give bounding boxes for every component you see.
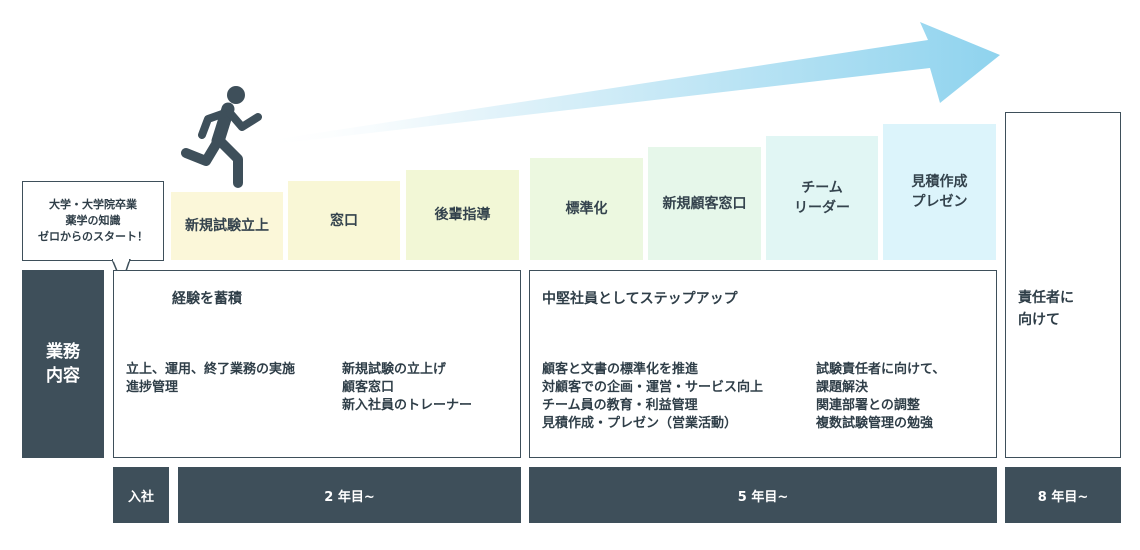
panel-duties-right: 新規試験の立上げ 顧客窓口 新入社員のトレーナー <box>342 362 473 413</box>
step-label: 窓口 <box>330 212 358 229</box>
business-content-label: 業務 内容 <box>22 270 104 458</box>
step-label: 見積作成 プレゼン <box>911 174 968 210</box>
bubble-text: 大学・大学院卒業 薬学の知識 ゼロからのスタート！ <box>38 198 148 243</box>
step-label: 新規試験立上 <box>185 218 269 234</box>
panel-title: 責任者に 向けて <box>1018 290 1074 328</box>
step-block: 後輩指導 <box>406 170 519 260</box>
step-block: 見積作成 プレゼン <box>883 124 996 260</box>
timeline-year-2: 2 年目~ <box>178 467 521 523</box>
progress-arrow-icon <box>258 22 1000 146</box>
start-speech-bubble: 大学・大学院卒業 薬学の知識 ゼロからのスタート！ <box>22 181 164 261</box>
mid-career-panel: 中堅社員としてステップアップ 顧客と文書の標準化を推進 対顧客での企画・運営・サ… <box>529 270 997 458</box>
step-block: 新規顧客窓口 <box>648 147 761 260</box>
step-label: 新規顧客窓口 <box>662 195 747 212</box>
step-block: 標準化 <box>530 158 643 260</box>
timeline-year-8: 8 年目~ <box>1005 467 1121 523</box>
step-label: 標準化 <box>565 201 608 217</box>
panel-duties-right: 試験責任者に向けて、 課題解決 関連部署との調整 複数試験管理の勉強 <box>816 362 946 431</box>
step-label: チーム リーダー <box>794 180 850 216</box>
step-block: 新規試験立上 <box>171 192 283 260</box>
timeline-join: 入社 <box>113 467 169 523</box>
panel-title: 中堅社員としてステップアップ <box>542 291 738 307</box>
leader-panel: 責任者に 向けて <box>1005 112 1121 458</box>
running-person-icon <box>181 86 262 188</box>
step-block: チーム リーダー <box>766 136 878 260</box>
step-block: 窓口 <box>288 181 400 260</box>
early-career-panel: 経験を蓄積 立上、運用、終了業務の実施 進捗管理 新規試験の立上げ 顧客窓口 新… <box>113 270 521 458</box>
panel-duties-left: 顧客と文書の標準化を推進 対顧客での企画・運営・サービス向上 チーム員の教育・利… <box>542 362 764 431</box>
panel-title: 経験を蓄積 <box>172 291 242 307</box>
step-label: 後輩指導 <box>434 207 491 223</box>
panel-duties-left: 立上、運用、終了業務の実施 進捗管理 <box>126 362 296 395</box>
timeline-year-5: 5 年目~ <box>529 467 997 523</box>
